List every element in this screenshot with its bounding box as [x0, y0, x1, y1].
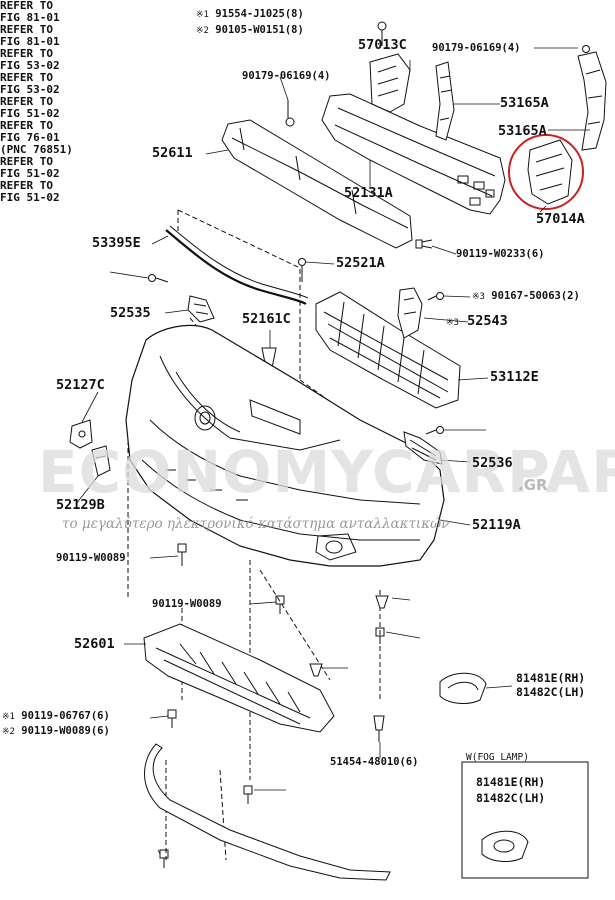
part-label-90167[interactable]: ※3 90167-50063(2) [472, 290, 580, 303]
bolts-mid [177, 543, 389, 644]
watermark-domain: .GR [518, 476, 548, 494]
ref-line-1: REFER TO [0, 119, 53, 132]
part-label-90179-left[interactable]: 90179-06169(4) [242, 70, 331, 82]
ref-line-1: REFER TO [0, 47, 53, 60]
part-label-90119-06767[interactable]: ※1 90119-06767(6) [2, 710, 110, 723]
ref-line-2: FIG 51-02 [0, 167, 60, 180]
part-label-53395E[interactable]: 53395E [92, 235, 141, 251]
note-mark-3: ※3 [446, 318, 459, 328]
note-mark-2: ※2 [196, 26, 209, 36]
part-label-90119-W0089-c[interactable]: ※2 90119-W0089(6) [2, 725, 110, 738]
fog-lamp-cover-boxed [481, 830, 529, 862]
refer-51-02-bottom[interactable]: REFER TO FIG 51-02 [0, 180, 615, 204]
seal-52129B [91, 445, 111, 477]
part-label-52611[interactable]: 52611 [152, 145, 193, 161]
bracket-52536 [403, 431, 443, 465]
ref-line-2: FIG 76-01 [0, 131, 60, 144]
ref-line-2: FIG 81-01 [0, 11, 60, 24]
note-mark-1: ※1 [2, 712, 15, 722]
part-label-52543[interactable]: ※3 52543 [446, 314, 508, 331]
bracket-52535 [187, 295, 215, 323]
note-mark-2: ※2 [2, 727, 15, 737]
bracket-57013C [369, 21, 411, 113]
ref-line-1: REFER TO [0, 71, 53, 84]
watermark-tagline: το μεγαλύτερο ηλεκτρονικό κατάστημα αντα… [62, 516, 450, 532]
part-number: 90105-W0151(8) [215, 24, 304, 36]
retainer-53165A-center [435, 61, 455, 141]
energy-absorber-52611 [221, 119, 413, 249]
part-number: 90119-W0089(6) [21, 725, 110, 737]
refer-53-02-lower[interactable]: REFER TO FIG 53-02 [0, 72, 615, 96]
fog-lamp-option-box [461, 761, 589, 879]
undercover-52601 [143, 623, 335, 733]
ref-line-1: REFER TO [0, 23, 53, 36]
part-label-52129B[interactable]: 52129B [56, 497, 105, 513]
part-number: 91554-J1025(8) [215, 8, 304, 20]
refer-76-01[interactable]: REFER TO FIG 76-01 (PNC 76851) [0, 120, 615, 156]
cover-52543 [397, 287, 423, 339]
lower-grille-53112E [315, 291, 461, 409]
bumper-reinforcement-52131A [321, 93, 506, 215]
ref-line-2: FIG 51-02 [0, 107, 60, 120]
ref-line-2: FIG 53-02 [0, 83, 60, 96]
ref-line-1: REFER TO [0, 95, 53, 108]
part-label-90105[interactable]: ※2 90105-W0151(8) [196, 24, 304, 37]
part-label-52119A[interactable]: 52119A [472, 517, 521, 533]
part-number: 52543 [467, 313, 508, 329]
refer-51-02-mid[interactable]: REFER TO FIG 51-02 [0, 156, 615, 180]
part-label-57014A[interactable]: 57014A [536, 211, 585, 227]
refer-81-01-left[interactable]: REFER TO FIG 81-01 [0, 0, 615, 24]
ref-line-2: FIG 51-02 [0, 191, 60, 204]
part-label-81481E-boxed[interactable]: 81481E(RH) [476, 775, 546, 789]
part-label-52161C[interactable]: 52161C [242, 311, 291, 327]
part-label-57013C[interactable]: 57013C [358, 37, 407, 53]
part-label-52535[interactable]: 52535 [110, 305, 151, 321]
front-spoiler [144, 743, 391, 881]
part-label-81482C-upper[interactable]: 81482C(LH) [516, 685, 586, 699]
part-label-90179-right[interactable]: 90179-06169(4) [432, 42, 521, 54]
bolts-lower [159, 709, 385, 868]
part-number: 90167-50063(2) [491, 290, 580, 302]
part-label-81481E-upper[interactable]: 81481E(RH) [516, 671, 586, 685]
note-mark-1: ※1 [196, 10, 209, 20]
retainer-53165A-right [577, 45, 607, 151]
bracket-52127C [69, 419, 93, 449]
fasteners-top [148, 100, 444, 435]
part-label-90119-W0233[interactable]: 90119-W0233(6) [456, 248, 545, 260]
part-label-90119-W0089-b[interactable]: 90119-W0089 [152, 598, 222, 610]
ref-line-2: FIG 53-02 [0, 59, 60, 72]
part-label-52127C[interactable]: 52127C [56, 377, 105, 393]
fog-lamp-cover-upper [439, 672, 487, 704]
part-label-52536[interactable]: 52536 [472, 455, 513, 471]
leader-lines [75, 47, 590, 855]
part-label-52131A[interactable]: 52131A [344, 185, 393, 201]
ref-line-2: FIG 81-01 [0, 35, 60, 48]
part-label-91554[interactable]: ※1 91554-J1025(8) [196, 8, 304, 21]
part-label-53165A-right[interactable]: 53165A [498, 123, 547, 139]
part-number: 90119-06767(6) [21, 710, 110, 722]
ref-line-1: REFER TO [0, 179, 53, 192]
bracket-57014A-highlighted [508, 134, 584, 210]
part-label-52601[interactable]: 52601 [74, 636, 115, 652]
part-label-81482C-boxed[interactable]: 81482C(LH) [476, 791, 546, 805]
part-label-53112E[interactable]: 53112E [490, 369, 539, 385]
part-label-90119-W0089-a[interactable]: 90119-W0089 [56, 552, 126, 564]
ref-line-1: REFER TO [0, 0, 53, 12]
part-label-52521A[interactable]: 52521A [336, 255, 385, 271]
watermark-brand: ECONOMYCARPARTS [38, 438, 615, 506]
part-label-53165A-center[interactable]: 53165A [500, 95, 549, 111]
part-label-51454[interactable]: 51454-48010(6) [330, 756, 419, 768]
note-mark-3: ※3 [472, 292, 485, 302]
moulding-53395E [165, 225, 309, 305]
ref-line-3: (PNC 76851) [0, 143, 73, 156]
refer-53-02-upper[interactable]: REFER TO FIG 53-02 [0, 48, 615, 72]
ref-line-1: REFER TO [0, 155, 53, 168]
refer-81-01-right[interactable]: REFER TO FIG 81-01 [0, 24, 615, 48]
fog-lamp-box-title: W(FOG LAMP) [466, 752, 529, 763]
refer-51-02-upper[interactable]: REFER TO FIG 51-02 [0, 96, 615, 120]
